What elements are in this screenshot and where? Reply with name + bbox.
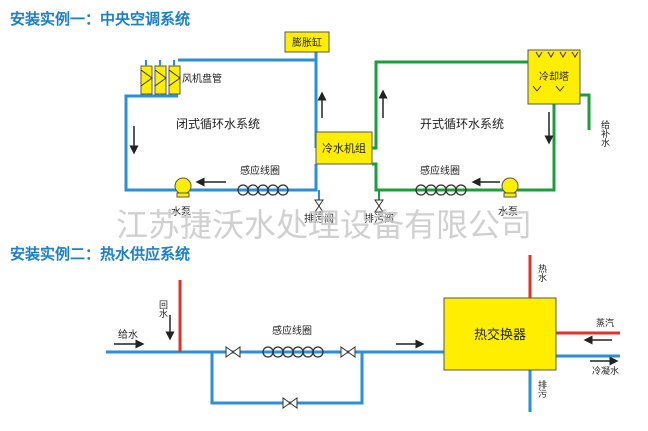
example2-title: 安装实例二：热水供应系统 <box>10 245 190 263</box>
condensate-label: 冷凝水 <box>592 365 619 377</box>
hot-water-label: 热水 <box>536 263 547 282</box>
drain-left-label: 排污阀 <box>304 212 334 225</box>
open-loop-arrows <box>378 89 554 187</box>
pump-right-label: 水泵 <box>498 206 518 218</box>
heat-exchanger-box <box>443 297 557 371</box>
coil-left-label: 感应线圈 <box>240 164 280 177</box>
pump-left <box>174 177 192 198</box>
fan-coil-units <box>140 60 181 96</box>
induction-coil-right <box>415 184 467 196</box>
steam-label: 蒸汽 <box>596 317 614 329</box>
watermark: 江苏捷沃水处理设备有限公司 <box>116 206 532 244</box>
closed-loop-arrows <box>129 91 327 187</box>
makeup-water-label: 给补水 <box>599 119 610 147</box>
closed-loop-label: 闭式循环水系统 <box>176 117 260 131</box>
pump-left-label: 水泵 <box>171 206 191 218</box>
drain-right-label: 排污阀 <box>364 212 394 225</box>
coil-hot-water-label: 感应线圈 <box>272 324 312 337</box>
chiller-label: 冷水机组 <box>322 141 366 155</box>
induction-coil-hot-water <box>262 346 324 358</box>
drain-bottom-label: 排污 <box>536 379 547 399</box>
pump-right <box>501 177 519 198</box>
cooling-tower-box <box>527 49 581 105</box>
cooling-tower-vents <box>532 51 579 92</box>
return-water-label: 回水 <box>157 300 168 318</box>
open-loop-label: 开式循环水系统 <box>420 117 504 131</box>
fan-coil-label: 风机盘管 <box>182 72 222 85</box>
coil-right-label: 感应线圈 <box>420 164 460 177</box>
valve-left <box>225 346 241 358</box>
cooling-tower-label: 冷却塔 <box>539 70 569 83</box>
expansion-tank-label: 膨胀缸 <box>292 36 322 49</box>
heat-exchanger-label: 热交换器 <box>474 327 526 343</box>
example1-title: 安装实例一：中央空调系统 <box>10 10 190 28</box>
valve-right <box>340 346 356 358</box>
drain-valve-right <box>374 190 384 213</box>
valve-bypass <box>282 397 298 409</box>
induction-coil-left <box>237 184 289 196</box>
drain-valve-left <box>314 190 324 213</box>
feed-water-label: 给水 <box>118 328 138 341</box>
expansion-tank-box <box>284 31 330 53</box>
